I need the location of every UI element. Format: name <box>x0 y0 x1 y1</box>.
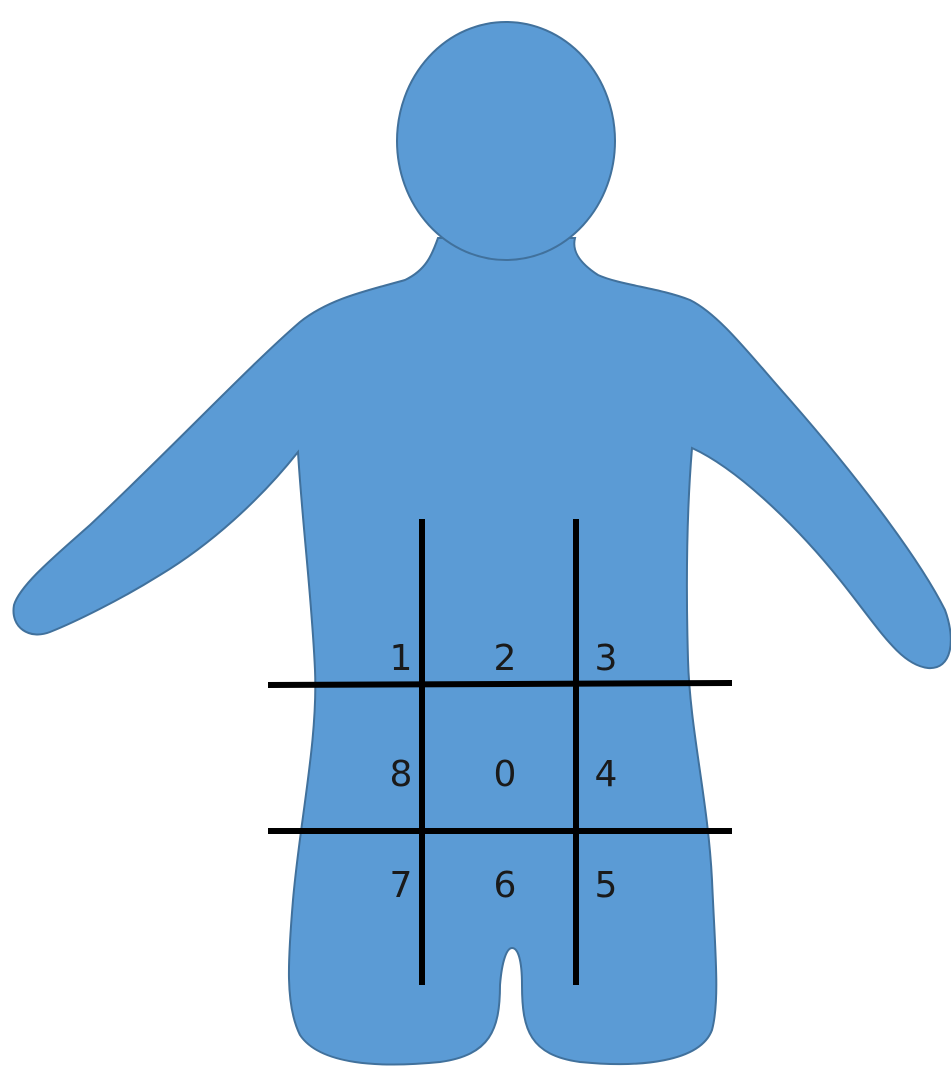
region-label-3: 3 <box>595 638 618 679</box>
region-label-2: 2 <box>494 638 517 679</box>
horizontal-divider-top <box>268 683 732 685</box>
region-label-6: 6 <box>494 865 517 906</box>
head <box>397 22 615 260</box>
region-label-7: 7 <box>390 865 413 906</box>
region-label-5: 5 <box>595 865 618 906</box>
region-label-1: 1 <box>390 638 413 679</box>
region-label-0: 0 <box>494 754 517 795</box>
region-label-4: 4 <box>595 754 618 795</box>
body-silhouette <box>13 238 950 1065</box>
region-label-8: 8 <box>390 754 413 795</box>
